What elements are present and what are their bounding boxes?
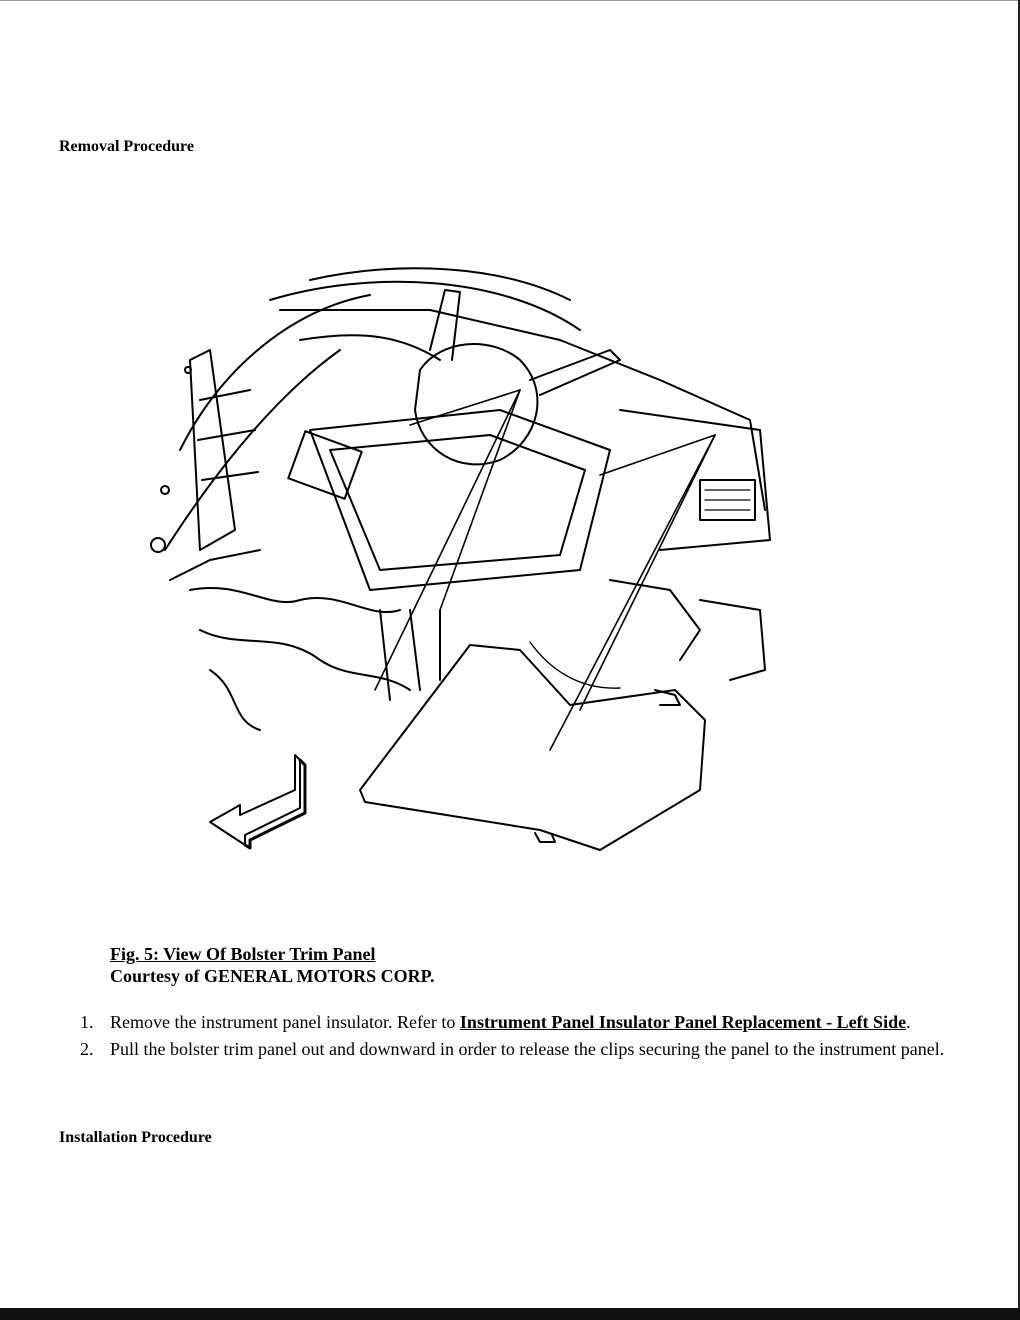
figure-courtesy: Courtesy of GENERAL MOTORS CORP. [110,966,435,986]
page-top-border [0,0,1020,1]
removal-procedure-heading: Removal Procedure [59,138,194,155]
step-text: Pull the bolster trim panel out and down… [110,1039,945,1059]
installation-procedure-heading: Installation Procedure [59,1129,212,1146]
figure-caption: Fig. 5: View Of Bolster Trim Panel Court… [110,943,435,987]
page-right-border [1018,0,1020,1308]
step-number: 2. [80,1039,94,1059]
figure-title: Fig. 5: View Of Bolster Trim Panel [110,944,376,964]
step-text: Remove the instrument panel insulator. R… [110,1012,460,1032]
removal-steps-list: 1. Remove the instrument panel insulator… [60,1011,965,1065]
page-bottom-bar [0,1308,1020,1320]
list-item: 1. Remove the instrument panel insulator… [60,1011,965,1034]
step-text-end: . [906,1012,911,1032]
bolster-trim-panel-illustration [140,250,780,870]
list-item: 2. Pull the bolster trim panel out and d… [60,1038,965,1061]
insulator-panel-replacement-link[interactable]: Instrument Panel Insulator Panel Replace… [459,1012,907,1032]
step-number: 1. [80,1012,94,1032]
